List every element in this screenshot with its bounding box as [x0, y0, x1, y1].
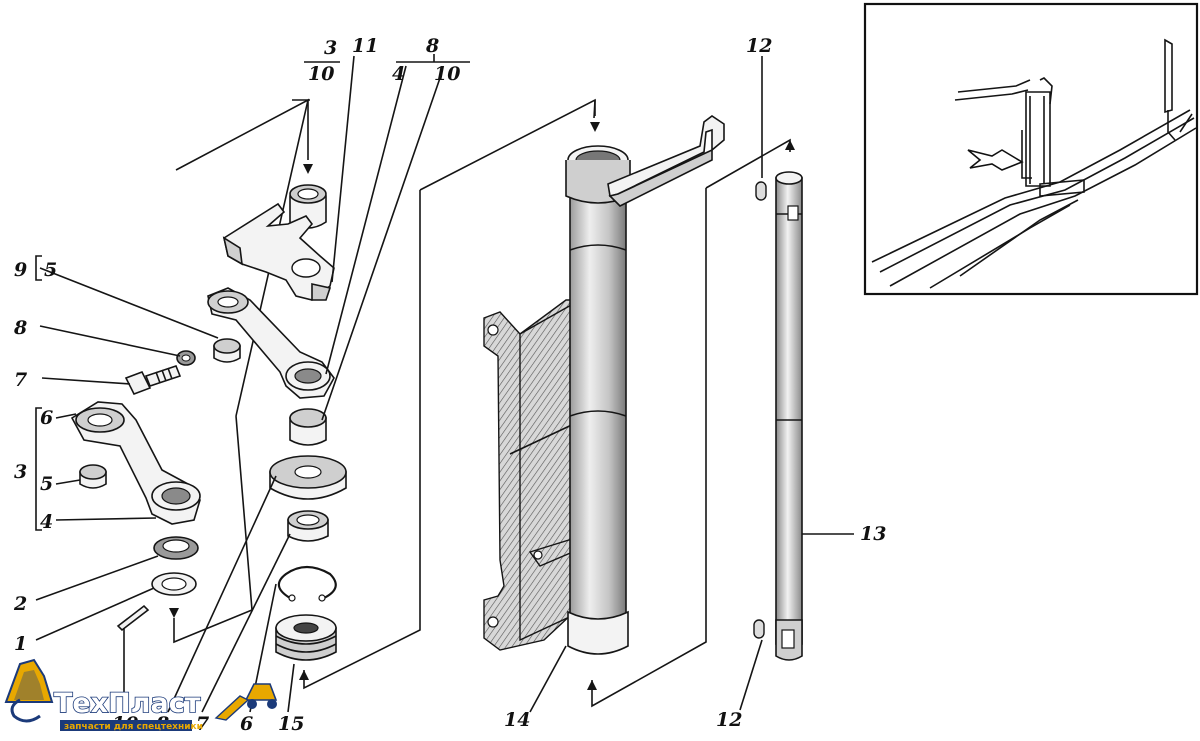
label-5: 5 [40, 473, 53, 495]
label-1: 1 [14, 633, 27, 655]
circlip [277, 565, 337, 602]
loader-icon [214, 683, 278, 721]
fork-lever [222, 202, 335, 301]
label-6: 6 [40, 407, 53, 429]
label-8-top: 8 [425, 35, 439, 57]
nut-8 [176, 350, 196, 366]
washer-1 [151, 572, 197, 596]
bushing-lower [287, 510, 329, 542]
label-7: 7 [14, 369, 27, 391]
shaft-13 [775, 171, 803, 661]
label-4-top: 4 [392, 63, 405, 85]
label-12-top: 12 [746, 35, 772, 57]
label-11: 11 [352, 35, 378, 57]
label-3: 3 [14, 461, 27, 483]
lever-lower [70, 401, 201, 525]
watermark-logo: ТехПласт запчасти для спецтехники [4, 658, 278, 732]
lever-upper [207, 287, 335, 399]
label-4: 4 [40, 511, 53, 533]
label-9: 9 [14, 259, 27, 281]
pin-cotter [116, 604, 150, 632]
excavator-icon [4, 658, 54, 723]
label-9-5: 5 [44, 259, 57, 281]
label-10-top: 10 [308, 63, 334, 85]
key-bottom [753, 619, 765, 639]
thrust-washer [269, 455, 347, 500]
inset-frame-lines [871, 38, 1197, 289]
watermark-brand: ТехПласт [54, 688, 201, 719]
bushing-5-lower [79, 464, 107, 489]
arrow-icons [169, 122, 795, 690]
label-12-bottom: 12 [716, 709, 742, 731]
label-10-top-2: 10 [434, 63, 460, 85]
tube-assembly [483, 115, 725, 655]
label-13: 13 [860, 523, 886, 545]
watermark-tagline: запчасти для спецтехники [64, 722, 203, 732]
label-7-bottom: 7 [196, 713, 209, 735]
bolt-7 [124, 365, 182, 396]
bushing-4 [289, 408, 327, 446]
leader-lines [35, 54, 854, 713]
part-labels: 3 10 11 8 4 10 12 9 5 8 7 6 3 5 4 2 1 13… [13, 35, 886, 735]
label-15: 15 [278, 713, 304, 735]
label-3-top: 3 [324, 37, 337, 59]
seal-15 [275, 614, 337, 661]
label-6-bottom: 6 [240, 713, 253, 735]
inset-arrow-icon [967, 149, 1024, 171]
seal-2 [153, 536, 199, 560]
label-8: 8 [13, 317, 27, 339]
label-14: 14 [504, 709, 530, 731]
label-2: 2 [13, 593, 27, 615]
bushing-small-upper [213, 338, 241, 363]
inset-view [863, 2, 1199, 296]
key-top [755, 181, 767, 201]
